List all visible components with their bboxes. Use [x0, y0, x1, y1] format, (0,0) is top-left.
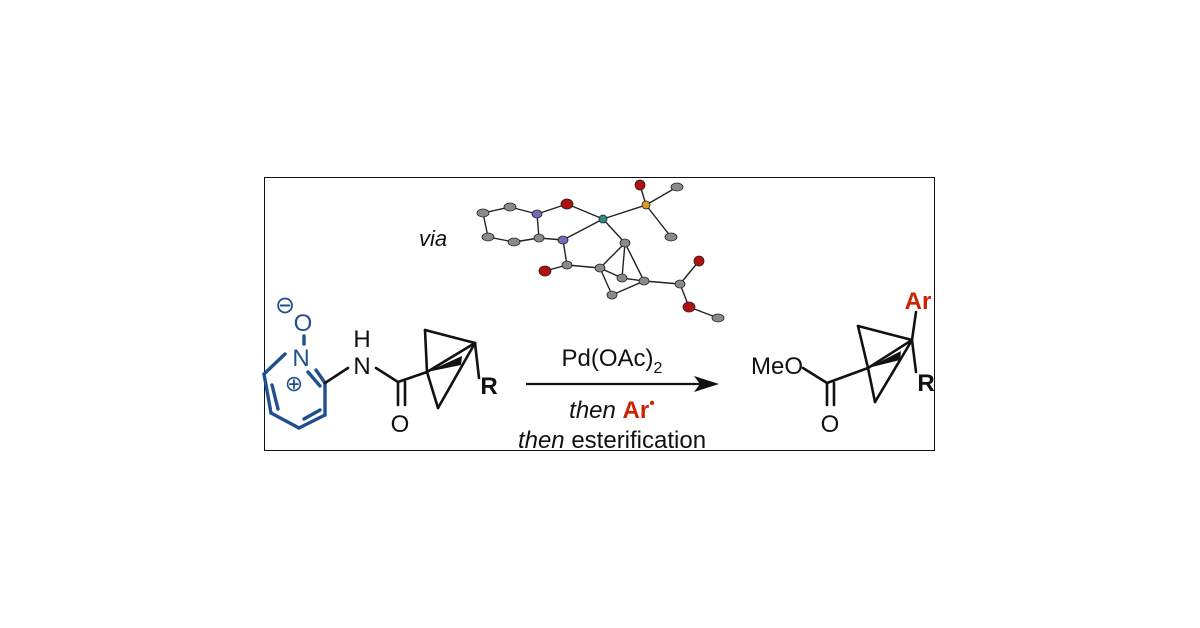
carbon-atom [664, 232, 678, 242]
reactant: ⊖ O N ⊕ H N O R [262, 292, 498, 438]
carbon-atom [561, 260, 573, 270]
oxygen-atom [538, 265, 552, 277]
nitrogen-atom [531, 209, 543, 219]
oxygen-atom [693, 255, 705, 267]
product: MeO O Ar R [751, 288, 935, 438]
reaction-arrowhead [694, 376, 719, 392]
carbon-atom [619, 238, 631, 248]
amide-carbonyl-oxygen-label: O [391, 411, 410, 438]
crystal-structure: via [419, 179, 725, 323]
carbon-atom [674, 279, 686, 289]
amide-bicyclopentane-bonds [323, 328, 481, 410]
nitrogen-atom [557, 235, 569, 245]
pyridine-n-oxide [262, 334, 327, 430]
step-then-esterification: then esterification [518, 427, 706, 454]
oxygen-atom [634, 179, 646, 191]
carbon-atom [616, 273, 628, 283]
n-oxide-plus-sign: ⊕ [285, 371, 303, 396]
carbon-atom [476, 208, 490, 218]
carbon-atom [481, 232, 495, 242]
carbon-atom [533, 233, 545, 243]
product-carbonyl-oxygen-label: O [821, 411, 840, 438]
sulfur-atom [641, 200, 651, 210]
product-bonds [801, 310, 918, 407]
product-bicyclopentane-wedge [868, 351, 901, 368]
product-r-label: R [917, 370, 934, 397]
step-then-aryl-radical: then Ar• [569, 395, 655, 424]
amide-nitrogen-label: N [353, 353, 370, 380]
bicyclopentane-wedge [427, 356, 462, 372]
reagent-pd-oac2: Pd(OAc)2 [562, 345, 663, 377]
via-label: via [419, 226, 447, 251]
oxygen-atom [560, 198, 574, 210]
reactant-r-label: R [480, 373, 497, 400]
carbon-atom [711, 313, 725, 323]
amide-h-label: H [353, 326, 370, 353]
carbon-atom [606, 290, 618, 300]
oxygen-atom [682, 301, 696, 313]
n-oxide-minus-sign: ⊖ [275, 292, 295, 319]
crystal-bonds [482, 184, 719, 319]
n-oxide-oxygen-label: O [294, 310, 313, 337]
palladium-atom [598, 214, 608, 224]
scheme-frame [264, 177, 935, 451]
carbon-atom [594, 263, 606, 273]
carbon-atom [670, 182, 684, 192]
carbon-atom [503, 202, 517, 212]
pyridine-nitrogen-label: N [292, 345, 309, 372]
meo-label: MeO [751, 353, 803, 380]
carbon-atom [507, 237, 521, 247]
product-ar-label: Ar [905, 288, 932, 315]
crystal-atoms [476, 179, 725, 323]
reaction-arrow-group: Pd(OAc)2 then Ar• then esterification [518, 345, 719, 454]
carbon-atom [638, 276, 650, 286]
